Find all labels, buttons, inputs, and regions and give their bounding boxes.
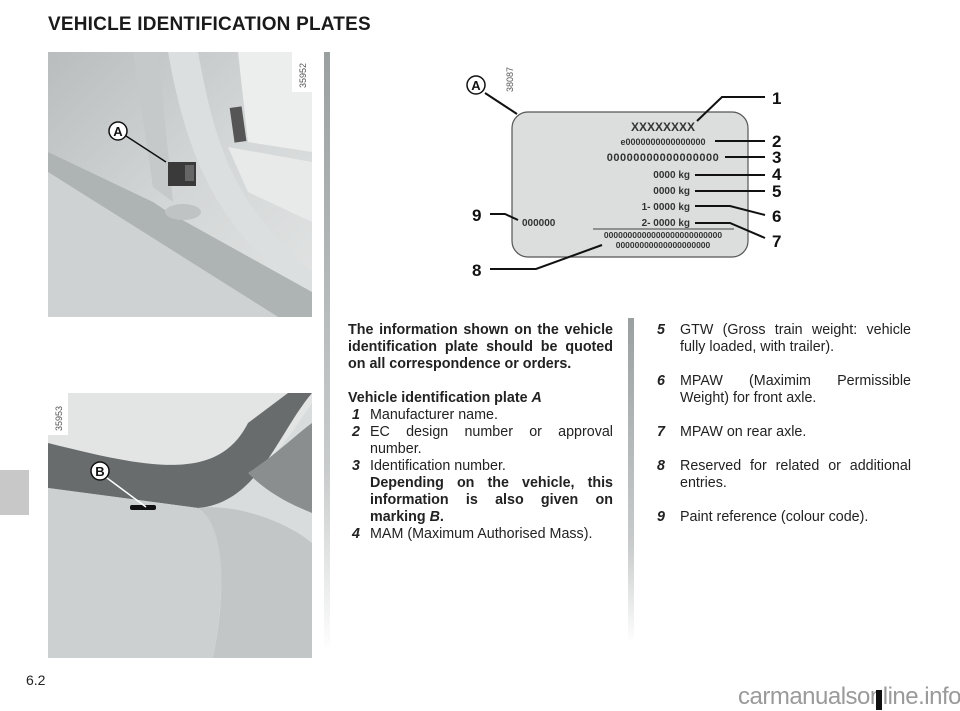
item-number: 6 — [657, 373, 665, 389]
corner-mark — [876, 690, 882, 710]
list-item: 5 GTW (Gross train weight: vehicle fully … — [657, 322, 911, 356]
plate-heading-ref: A — [531, 390, 542, 406]
plate-reserved-1: 0000000000000000000000000 — [604, 230, 722, 240]
text-column-left: The information shown on the vehicle ide… — [348, 322, 613, 543]
list-item: 7 MPAW on rear axle. — [657, 424, 911, 441]
item-text: Reserved for related or additional entri… — [680, 458, 911, 491]
door-pillar-photo: 35952 A — [48, 52, 312, 317]
list-item: 6 MPAW (Maximim Permissible Weight) for f… — [657, 373, 911, 407]
plate-heading-text: Vehicle identification plate — [348, 390, 532, 406]
intro-paragraph: The information shown on the vehicle ide… — [348, 322, 613, 372]
page-number: 6.2 — [26, 672, 46, 688]
plate-paint: 000000 — [522, 218, 556, 229]
item-number: 3 — [352, 458, 360, 474]
plate-vin: 00000000000000000 — [607, 152, 720, 164]
note-text: Depending on the vehicle, this informati… — [370, 475, 613, 525]
plate-front-axle: 1- 0000 kg — [642, 202, 690, 213]
item-text: GTW (Gross train weight: vehicle fully l… — [680, 322, 911, 355]
column-divider — [324, 52, 330, 652]
item-note: Depending on the vehicle, this informati… — [370, 475, 613, 526]
callout-5: 5 — [772, 182, 781, 201]
item-text: Manufacturer name. — [370, 407, 498, 423]
list-item: 1 Manufacturer name. — [348, 407, 613, 424]
page-title: VEHICLE IDENTIFICATION PLATES — [48, 14, 371, 35]
chapter-tab — [0, 470, 29, 515]
plate-rear-axle: 2- 0000 kg — [642, 218, 690, 229]
item-number: 2 — [352, 424, 360, 440]
callout-6: 6 — [772, 207, 781, 226]
note-end: . — [439, 509, 444, 525]
item-number: 7 — [657, 424, 665, 440]
item-number: 9 — [657, 509, 665, 525]
item-text: MPAW on rear axle. — [680, 424, 807, 440]
list-item: 8 Reserved for related or additional entr… — [657, 458, 911, 492]
diagram-ref: 38087 — [505, 67, 515, 92]
item-number: 5 — [657, 322, 665, 338]
note-ref: B — [429, 509, 440, 525]
marker-a: A — [113, 124, 123, 139]
plate-gtw: 0000 kg — [653, 186, 690, 197]
watermark: carmanualsonline.info — [738, 683, 960, 710]
plate-approval: e0000000000000000 — [620, 137, 705, 147]
marker-b: B — [95, 464, 104, 479]
plate-manufacturer: XXXXXXXX — [631, 120, 695, 134]
column-divider — [628, 318, 634, 643]
item-number: 1 — [352, 407, 360, 423]
list-item: 4 MAM (Maximum Authorised Mass). — [348, 526, 613, 543]
item-text: Identification number. — [370, 458, 506, 474]
callout-2: 2 — [772, 132, 781, 151]
callout-9: 9 — [472, 206, 481, 225]
plate-marker: A — [471, 78, 481, 93]
callout-3: 3 — [772, 148, 781, 167]
callout-8: 8 — [472, 261, 481, 280]
list-item: 9 Paint reference (colour code). — [657, 509, 911, 526]
plate-mam: 0000 kg — [653, 170, 690, 181]
photo-ref: 35952 — [298, 63, 308, 88]
item-text: MAM (Maximum Authorised Mass). — [370, 526, 593, 542]
item-number: 8 — [657, 458, 665, 474]
item-number: 4 — [352, 526, 360, 542]
callout-1: 1 — [772, 89, 781, 108]
plate-heading: Vehicle identification plate A — [348, 390, 613, 407]
item-text: MPAW (Maximim Permissible Weight) for fr… — [680, 373, 911, 406]
identification-plate-diagram: 38087 XXXXXXXX e0000000000000000 0000000… — [466, 67, 782, 280]
item-text: EC design number or approval number. — [370, 424, 613, 457]
text-column-right: 5 GTW (Gross train weight: vehicle fully … — [657, 322, 911, 543]
plate-reserved-2: 00000000000000000000 — [616, 240, 711, 250]
windscreen-marking-photo: 35953 B — [48, 393, 312, 658]
item-text: Paint reference (colour code). — [680, 509, 869, 525]
photo-ref: 35953 — [54, 406, 64, 431]
callout-7: 7 — [772, 232, 781, 251]
callout-4: 4 — [772, 165, 782, 184]
list-item: 3 Identification number. Depending on the… — [348, 458, 613, 526]
list-item: 2 EC design number or approval number. — [348, 424, 613, 458]
